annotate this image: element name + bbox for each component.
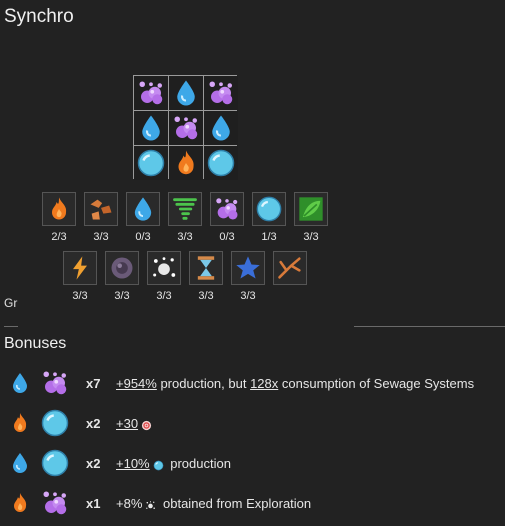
bonus-value[interactable]: 128x xyxy=(250,375,279,391)
bubble-icon xyxy=(38,448,72,478)
divider xyxy=(4,326,18,327)
bonus-row: x1 +8% obtained from Exploration xyxy=(8,486,311,520)
bonus-multiplier: x1 xyxy=(86,495,101,511)
resource-lightning[interactable]: 3/3 xyxy=(63,251,97,302)
water-icon xyxy=(136,113,166,143)
resource-count: 2/3 xyxy=(51,231,67,243)
grid-cell[interactable] xyxy=(204,146,238,180)
divider xyxy=(354,326,505,327)
resource-count: 0/3 xyxy=(135,231,151,243)
tornado-icon xyxy=(168,192,202,226)
water-icon xyxy=(171,78,201,108)
bonus-value[interactable]: +10% xyxy=(116,455,150,471)
gr-label: Gr xyxy=(4,296,18,310)
sludge-icon xyxy=(38,488,72,518)
sludge-icon xyxy=(171,113,201,143)
resource-row-1: 2/3 3/3 0/3 3/3 0/3 1/3 3/3 xyxy=(42,192,336,243)
water-icon xyxy=(206,113,236,143)
grid-cell[interactable] xyxy=(134,146,168,180)
resource-hourglass[interactable]: 3/3 xyxy=(189,251,223,302)
grid-cell[interactable] xyxy=(134,76,168,110)
bubble-icon xyxy=(136,148,166,178)
fire-icon xyxy=(8,488,32,518)
resource-count: 3/3 xyxy=(177,231,193,243)
bonus-description: +10% production xyxy=(116,456,231,471)
bonus-multiplier: x7 xyxy=(86,375,101,391)
resource-leaf[interactable]: 3/3 xyxy=(294,192,328,243)
resource-star[interactable]: 3/3 xyxy=(231,251,265,302)
bonuses-heading: Bonuses xyxy=(4,335,67,352)
sludge-icon xyxy=(136,78,166,108)
bonus-text: production, but xyxy=(156,375,251,391)
fire-icon xyxy=(8,408,32,438)
resource-count: 3/3 xyxy=(198,290,214,302)
resource-water[interactable]: 0/3 xyxy=(126,192,160,243)
resource-count: 0/3 xyxy=(219,231,235,243)
fire-icon xyxy=(42,192,76,226)
rock-icon xyxy=(84,192,118,226)
bonus-value[interactable]: +30 xyxy=(116,415,139,431)
grid-cell[interactable] xyxy=(134,111,168,145)
resource-count: 1/3 xyxy=(261,231,277,243)
branch-icon xyxy=(273,251,307,285)
resource-bubble[interactable]: 1/3 xyxy=(252,192,286,243)
water-icon xyxy=(8,368,32,398)
synchro-grid xyxy=(133,75,238,180)
grid-cell[interactable] xyxy=(204,111,238,145)
resource-dark-orb[interactable]: 3/3 xyxy=(105,251,139,302)
fire-icon xyxy=(171,148,201,178)
resource-sludge[interactable]: 0/3 xyxy=(210,192,244,243)
sparkle-icon xyxy=(145,499,156,510)
resource-count: 3/3 xyxy=(93,231,109,243)
lightning-icon xyxy=(63,251,97,285)
sludge-icon xyxy=(38,368,72,398)
target-icon xyxy=(141,419,152,430)
resource-tornado[interactable]: 3/3 xyxy=(168,192,202,243)
grid-cell[interactable] xyxy=(204,76,238,110)
bonus-text: +8% xyxy=(116,495,143,511)
star-icon xyxy=(231,251,265,285)
water-icon xyxy=(8,448,32,478)
bubble-icon xyxy=(153,459,164,470)
sludge-icon xyxy=(210,192,244,226)
bonus-description: +30 xyxy=(116,416,155,431)
sludge-icon xyxy=(206,78,236,108)
bonus-multiplier: x2 xyxy=(86,455,101,471)
bonus-text: consumption of Sewage Systems xyxy=(278,375,475,391)
resource-fire[interactable]: 2/3 xyxy=(42,192,76,243)
resource-count: 3/3 xyxy=(72,290,88,302)
grid-cell[interactable] xyxy=(169,146,203,180)
resource-count: 3/3 xyxy=(114,290,130,302)
bonus-value[interactable]: +954% xyxy=(116,375,157,391)
resource-sparkle[interactable]: 3/3 xyxy=(147,251,181,302)
grid-cell[interactable] xyxy=(169,76,203,110)
resource-rock[interactable]: 3/3 xyxy=(84,192,118,243)
bubble-icon xyxy=(38,408,72,438)
bonus-multiplier: x2 xyxy=(86,415,101,431)
bonus-text: production xyxy=(166,455,231,471)
bubble-icon xyxy=(206,148,236,178)
dark-orb-icon xyxy=(105,251,139,285)
page-title: Synchro xyxy=(4,6,74,27)
sparkle-icon xyxy=(147,251,181,285)
bonus-description: +8% obtained from Exploration xyxy=(116,496,311,511)
resource-count: 3/3 xyxy=(240,290,256,302)
bonus-text: obtained from Exploration xyxy=(159,495,312,511)
water-icon xyxy=(126,192,160,226)
resource-row-2: 3/3 3/3 3/3 3/3 3/3 xyxy=(63,251,315,302)
resource-branch[interactable] xyxy=(273,251,307,302)
bubble-icon xyxy=(252,192,286,226)
bonus-row: x2 +10% production xyxy=(8,446,231,480)
resource-count: 3/3 xyxy=(303,231,319,243)
hourglass-icon xyxy=(189,251,223,285)
bonus-row: x2 +30 xyxy=(8,406,155,440)
leaf-icon xyxy=(294,192,328,226)
resource-count: 3/3 xyxy=(156,290,172,302)
bonus-row: x7 +954% production, but 128x consumption… xyxy=(8,366,474,400)
grid-cell[interactable] xyxy=(169,111,203,145)
bonus-description: +954% production, but 128x consumption o… xyxy=(116,376,474,391)
